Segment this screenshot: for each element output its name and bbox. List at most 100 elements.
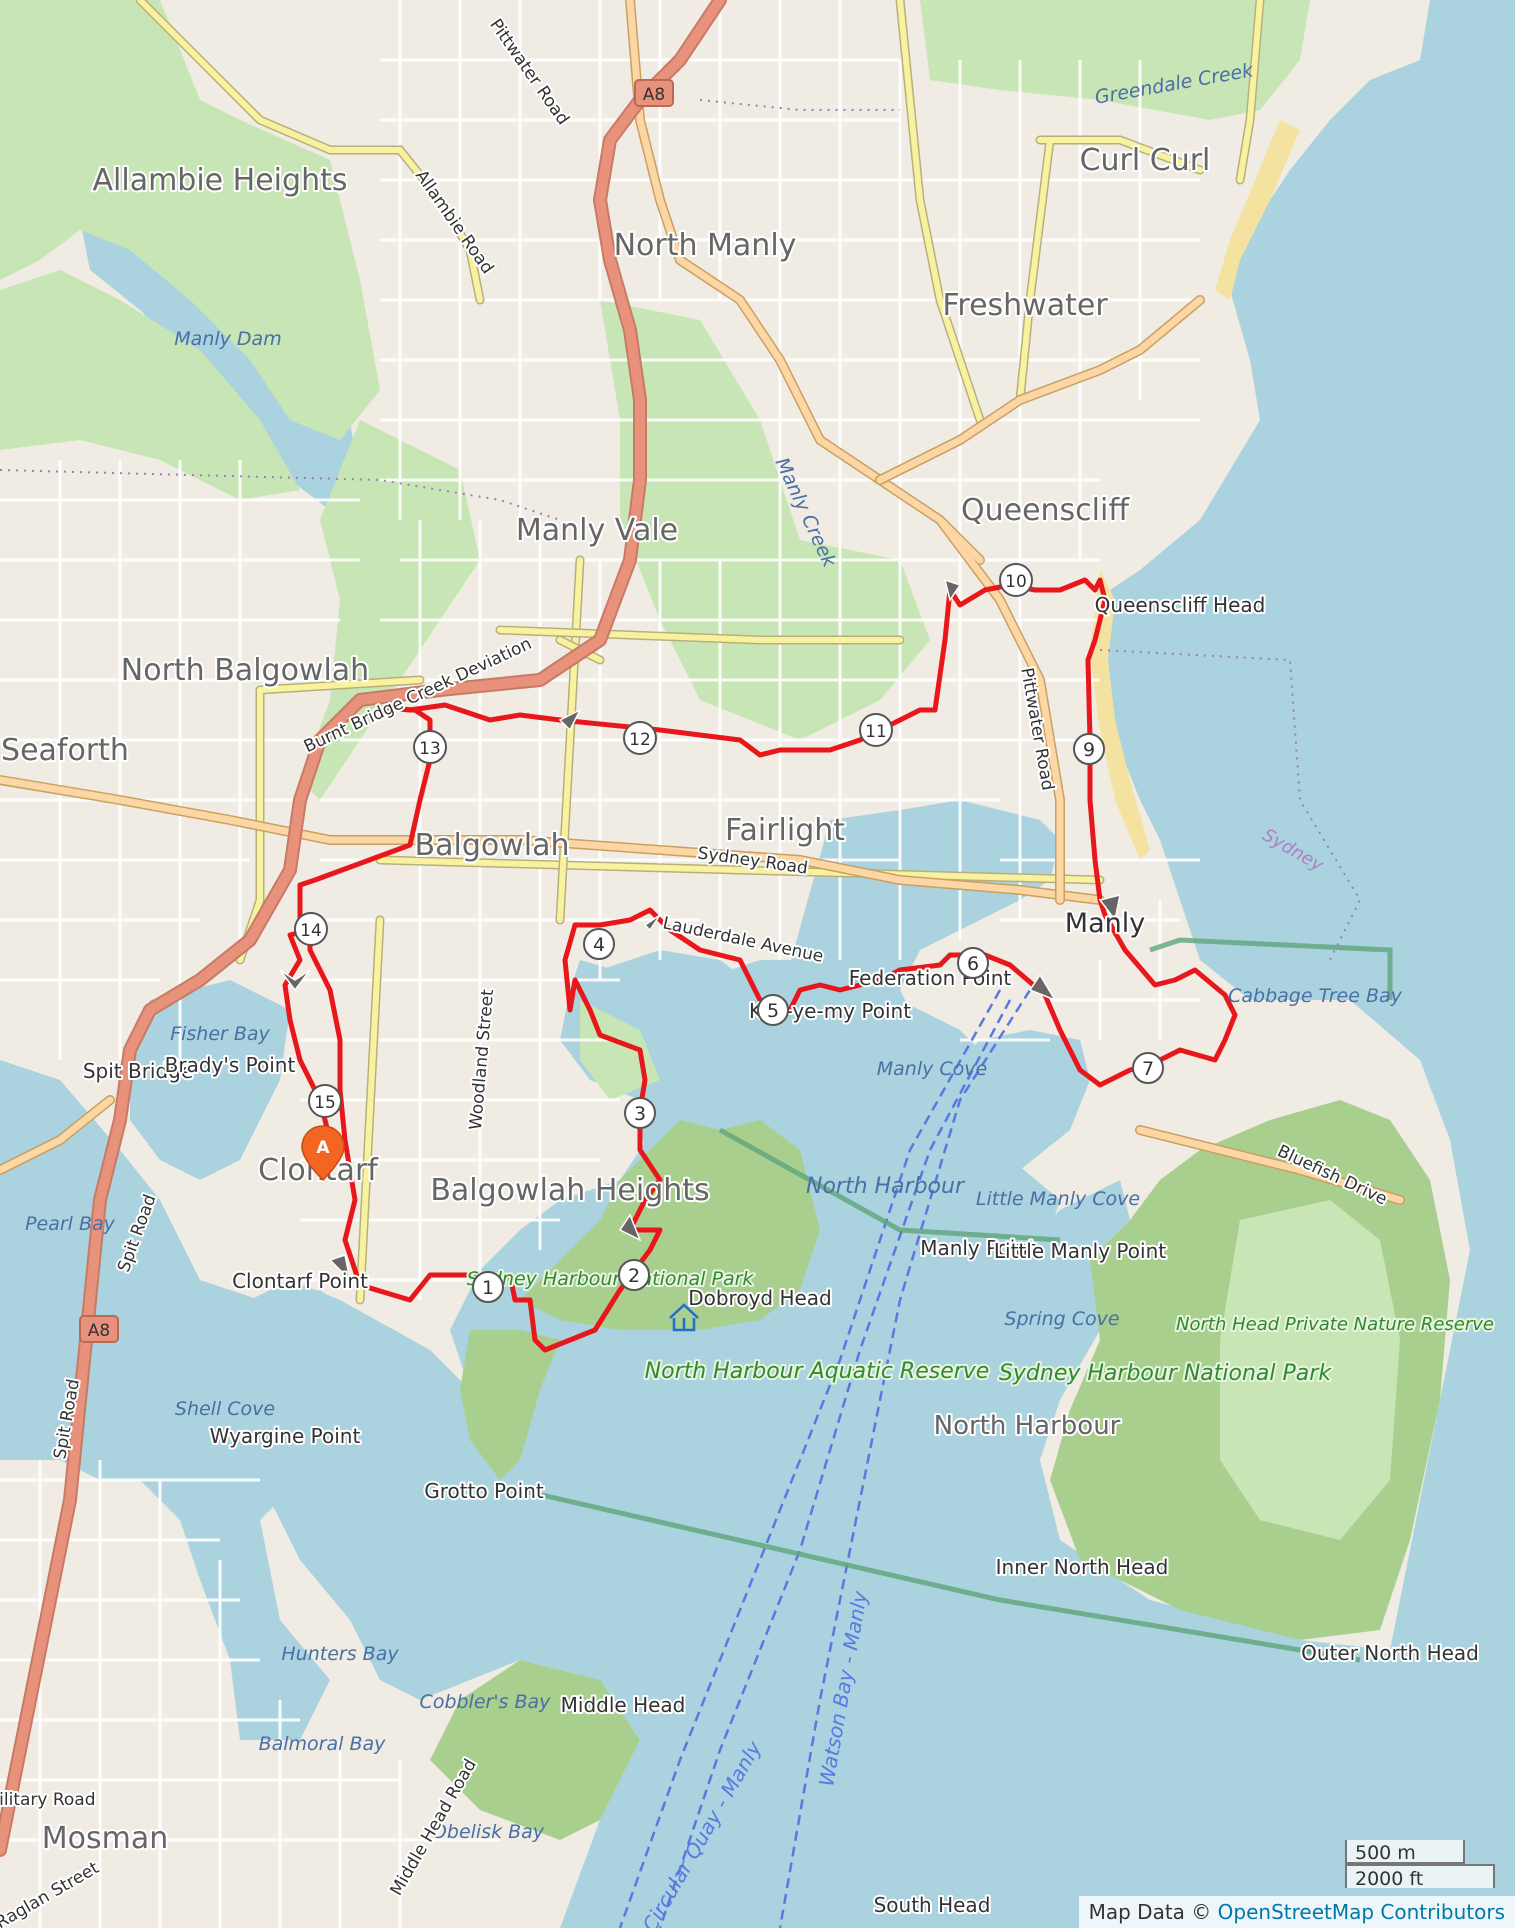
water-label: Balmoral Bay — [259, 1733, 387, 1755]
scale-bar: 500 m 2000 ft — [1345, 1840, 1495, 1890]
place-label: Queenscliff Head — [1095, 593, 1266, 617]
waypoint-markers[interactable]: 1 2 3 4 5 6 7 9 10 11 12 13 14 15 — [294, 563, 1164, 1303]
place-label: Grotto Point — [424, 1479, 544, 1503]
suburb-labels: Allambie Heights North Manly Curl Curl F… — [0, 141, 1212, 1858]
place-label: South Head — [874, 1893, 991, 1917]
suburb-label: Curl Curl — [1080, 143, 1211, 178]
route-direction-arrows — [279, 578, 1121, 1283]
waypoint-label: 14 — [300, 921, 322, 941]
water-label: Spring Cove — [1004, 1308, 1119, 1330]
waypoint-label: 12 — [629, 730, 651, 750]
park-allambie — [0, 0, 380, 440]
park-west — [0, 270, 300, 500]
osm-link[interactable]: OpenStreetMap Contributors — [1217, 1900, 1505, 1924]
ferry-routes — [618, 989, 1032, 1928]
waypoint-6[interactable]: 6 — [957, 947, 989, 979]
waypoint-3[interactable]: 3 — [624, 1097, 656, 1129]
beach-curl-curl — [1215, 120, 1300, 300]
route-shield-bg — [79, 1315, 119, 1343]
place-label: Dobroyd Head — [688, 1286, 832, 1310]
place-label: Spit Bridge — [83, 1059, 193, 1083]
waypoint-label: 2 — [628, 1265, 640, 1287]
place-label: Inner North Head — [996, 1555, 1169, 1579]
water-label: Fisher Bay — [170, 1023, 270, 1045]
route-shield: A8 — [643, 85, 665, 105]
waypoint-11[interactable]: 11 — [859, 713, 893, 747]
park-middle-head — [430, 1660, 640, 1840]
waypoint-label: 11 — [865, 722, 887, 742]
suburb-label: North Manly — [614, 228, 797, 263]
street-grid — [0, 0, 1200, 1928]
water-label: North Harbour — [806, 1174, 966, 1199]
start-marker-label: A — [316, 1138, 330, 1158]
suburb-label: Mosman — [42, 1821, 169, 1856]
park-label: North Harbour Aquatic Reserve — [645, 1359, 990, 1384]
waypoint-5[interactable]: 5 — [757, 994, 789, 1026]
route-shield: A8 — [88, 1321, 110, 1341]
park-manly-creek — [600, 300, 930, 740]
beach-manly — [1090, 570, 1150, 860]
place-label: Manly Point — [920, 1236, 1036, 1260]
water-manly-dam — [80, 220, 360, 510]
suburb-label: Queenscliff — [961, 493, 1130, 528]
waypoint-7[interactable]: 7 — [1132, 1052, 1164, 1084]
waypoint-label: 6 — [967, 953, 979, 975]
waypoint-13[interactable]: 13 — [413, 730, 447, 764]
waypoint-label: 4 — [593, 934, 605, 956]
tertiary-roads — [0, 0, 1405, 1205]
route-path — [282, 577, 1238, 1353]
waypoint-10[interactable]: 10 — [999, 563, 1033, 597]
park-north-head-reserve — [1220, 1200, 1400, 1540]
place-label: North Harbour — [934, 1411, 1121, 1441]
suburb-label: North Balgowlah — [121, 653, 369, 688]
waypoint-9[interactable]: 9 — [1073, 733, 1105, 765]
suburb-label: Balgowlah Heights — [430, 1173, 709, 1208]
waypoint-4[interactable]: 4 — [583, 928, 615, 960]
waypoint-2[interactable]: 2 — [618, 1259, 650, 1291]
place-label: Middle Head — [561, 1693, 686, 1717]
waypoint-label: 3 — [634, 1103, 646, 1125]
water-label: Hunters Bay — [281, 1643, 399, 1665]
waypoint-label: 1 — [482, 1277, 494, 1299]
route-shield-bg — [634, 79, 674, 107]
waypoint-14[interactable]: 14 — [294, 912, 328, 946]
lighthouse-icon — [669, 1303, 699, 1332]
park-labels: Sydney Harbour National Park North Harbo… — [465, 1266, 1496, 1388]
park-north-harbour-reserve — [580, 1000, 660, 1100]
place-label: Little Manly Point — [994, 1239, 1166, 1263]
suburb-label: Freshwater — [942, 288, 1108, 323]
park-curl-curl — [920, 0, 1310, 120]
park-national-dobroyd — [520, 1120, 820, 1330]
suburb-label: Manly Vale — [516, 513, 678, 548]
place-label: Wyargine Point — [210, 1424, 361, 1448]
waypoint-1[interactable]: 1 — [472, 1271, 504, 1303]
water-label: Shell Cove — [175, 1398, 275, 1420]
suburb-label: Balgowlah — [415, 828, 570, 863]
attribution: Map Data © OpenStreetMap Contributors — [1078, 1896, 1515, 1928]
water-labels: Manly Dam Greendale Creek Manly Creek Fi… — [25, 59, 1403, 1843]
suburb-label: Seaforth — [1, 733, 129, 768]
water-label: Cabbage Tree Bay — [1228, 985, 1403, 1007]
waypoint-label: 5 — [767, 1000, 779, 1022]
park-label: North Head Private Nature Reserve — [1176, 1314, 1494, 1335]
water-label: Manly Cove — [877, 1058, 987, 1080]
waypoint-label: 13 — [419, 739, 441, 759]
park-manly-vale — [300, 420, 480, 800]
waypoint-15[interactable]: 15 — [308, 1084, 342, 1118]
place-label: Brady's Point — [165, 1053, 296, 1077]
aquatic-reserve-boundary — [519, 937, 1393, 1663]
park-label: Sydney Harbour National Park — [467, 1268, 755, 1290]
water-fisher-bay — [130, 980, 290, 1180]
start-marker[interactable]: A — [301, 1125, 345, 1182]
attribution-prefix: Map Data © — [1088, 1900, 1212, 1924]
admin-boundary — [0, 99, 1362, 961]
route-shields: A8 A8 — [79, 79, 674, 1343]
waypoint-12[interactable]: 12 — [623, 721, 657, 755]
waypoint-label: 10 — [1005, 572, 1027, 592]
water-label: Little Manly Cove — [976, 1188, 1140, 1210]
road-label: Military Road — [0, 1790, 96, 1810]
place-label: Clontarf Point — [232, 1269, 368, 1293]
park-label: Sydney Harbour National Park — [999, 1361, 1332, 1386]
